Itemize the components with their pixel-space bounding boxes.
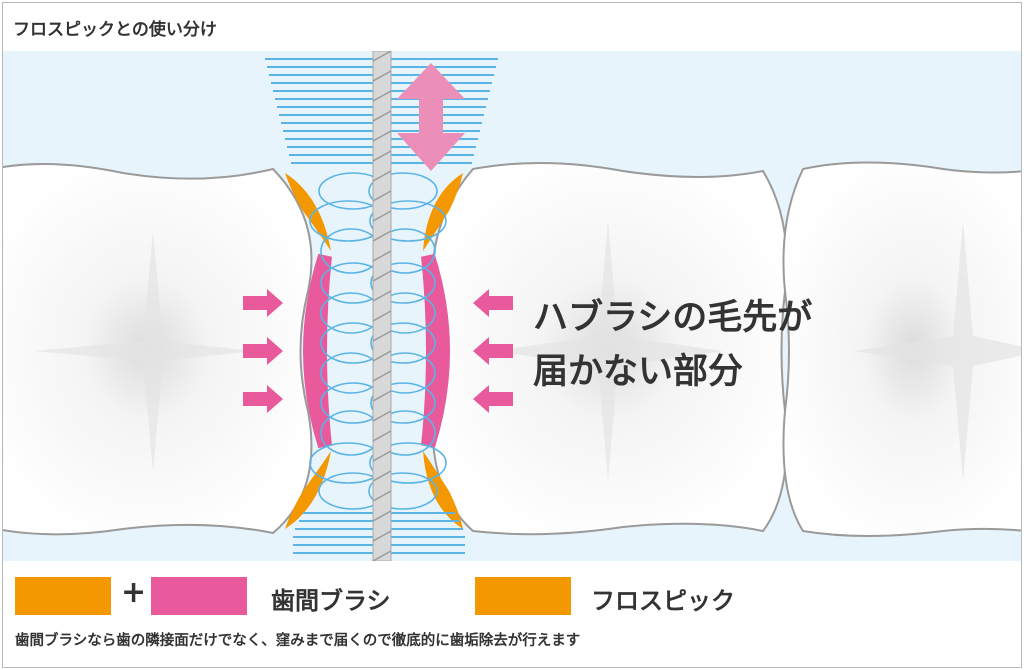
callout-text: ハブラシの毛先が 届かない部分 <box>533 291 812 399</box>
brush-bristles-bottom <box>293 512 465 554</box>
callout-line-1: ハブラシの毛先が <box>533 298 813 338</box>
diagram-title: フロスピックとの使い分け <box>13 20 217 40</box>
callout-line-2: 届かない部分 <box>533 352 744 392</box>
arrow-right-icon <box>243 289 283 317</box>
right-tooth <box>782 161 1021 537</box>
arrow-right-icon-group-left <box>243 289 283 413</box>
legend-brush-swatch <box>151 577 247 615</box>
legend-plus: + <box>121 575 147 610</box>
legend-interdental-brush-label: 歯間ブラシ <box>271 587 391 615</box>
legend: + 歯間ブラシ フロスピック <box>3 571 1021 621</box>
arrow-left-icon <box>473 289 513 317</box>
brush-wire <box>372 51 392 561</box>
legend-floss-pick-swatch <box>475 577 571 615</box>
arrow-left-icon <box>473 337 513 365</box>
left-tooth <box>3 163 313 536</box>
double-arrow-vertical-icon <box>397 63 465 171</box>
legend-floss-pick-label: フロスピック <box>591 587 735 615</box>
arrow-right-icon <box>243 337 283 365</box>
arrow-right-icon <box>243 385 283 413</box>
arrow-left-icon <box>473 385 513 413</box>
tooth-diagram <box>3 51 1021 561</box>
legend-floss-swatch <box>15 577 111 615</box>
arrow-left-icon-group-right <box>473 289 513 413</box>
caption: 歯間ブラシなら歯の隣接面だけでなく、窪みまで届くので徹底的に歯垢除去が行えます <box>15 633 581 649</box>
